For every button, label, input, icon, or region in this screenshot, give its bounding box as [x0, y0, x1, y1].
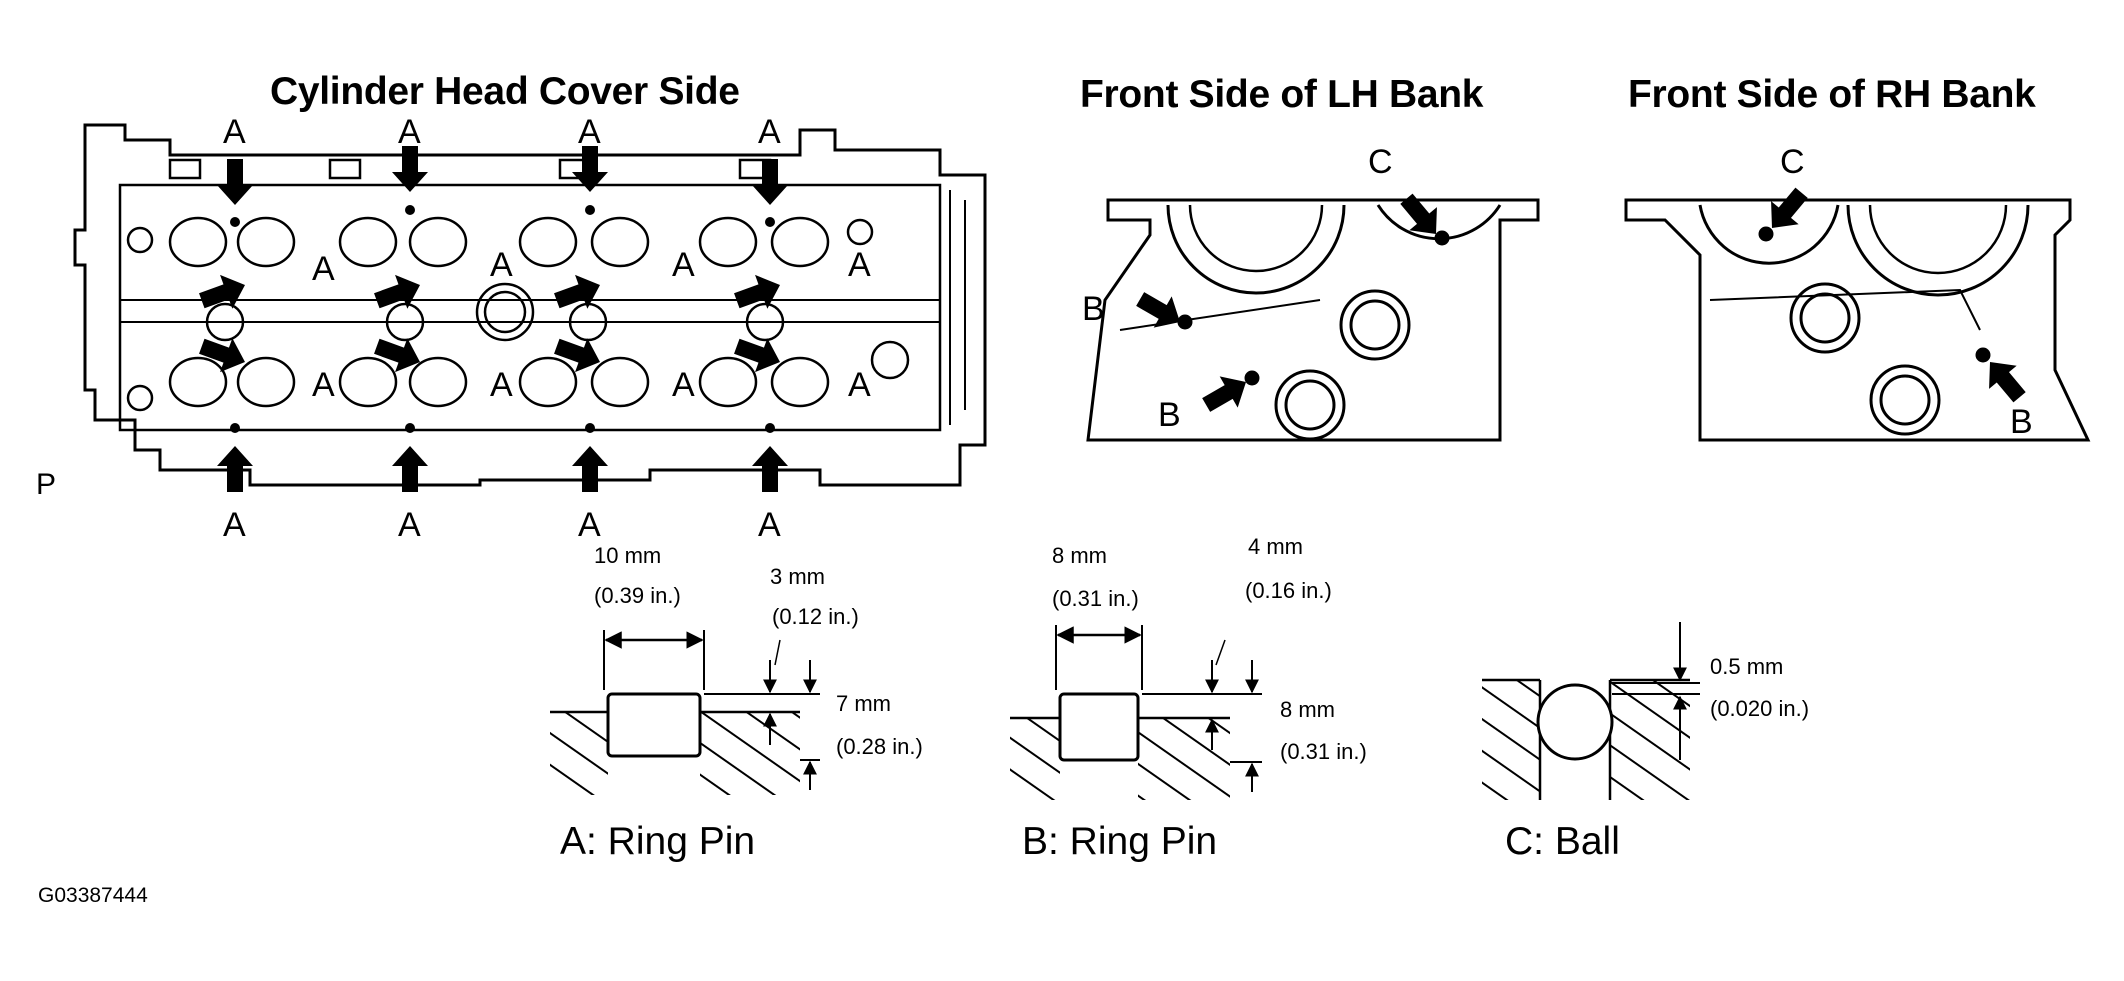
detail-c-protrusion-mm: 0.5 mm: [1710, 654, 1784, 679]
lh-bank-front-view: [1086, 198, 1540, 442]
pin-a-label: A: [223, 506, 246, 544]
detail-c-drawing: [1482, 622, 1700, 800]
detail-b-width-in: (0.31 in.): [1052, 586, 1139, 611]
pin-b-label: B: [1158, 396, 1181, 434]
ball-c-label: C: [1368, 143, 1393, 181]
side-marker-p: P: [36, 468, 57, 501]
detail-a-drawing: [550, 630, 820, 795]
cylinder-head-top-view: [73, 123, 987, 487]
pin-a-label: A: [398, 506, 421, 544]
detail-c-caption: C: Ball: [1505, 820, 1620, 863]
pin-a-label: A: [672, 366, 695, 404]
detail-b-width-mm: 8 mm: [1052, 543, 1107, 568]
detail-a-width-mm: 10 mm: [594, 543, 662, 568]
detail-b-protrusion-in: (0.16 in.): [1245, 578, 1332, 603]
pin-a-label: A: [312, 366, 335, 404]
detail-a-depth-mm: 7 mm: [836, 691, 891, 716]
detail-b-protrusion-mm: 4 mm: [1248, 534, 1303, 559]
detail-b-depth-in: (0.31 in.): [1280, 739, 1367, 764]
rh-bank-front-view: [1624, 198, 2091, 442]
pin-a-label: A: [312, 250, 335, 288]
pin-a-label: A: [672, 246, 695, 284]
pin-a-label: A: [848, 366, 871, 404]
ball-c-label: C: [1780, 143, 1805, 181]
detail-a-caption: A: Ring Pin: [560, 820, 756, 863]
detail-a-protrusion-in: (0.12 in.): [772, 604, 859, 629]
detail-c-protrusion-in: (0.020 in.): [1710, 696, 1810, 721]
pin-a-label: A: [490, 366, 513, 404]
detail-a-depth-in: (0.28 in.): [836, 734, 923, 759]
figure-code: G03387444: [38, 884, 148, 907]
pin-a-label: A: [848, 246, 871, 284]
detail-a-width-in: (0.39 in.): [594, 583, 681, 608]
cylinder-head-cover-side-title: Cylinder Head Cover Side: [270, 70, 740, 113]
pin-a-label: A: [398, 113, 421, 151]
rh-bank-title: Front Side of RH Bank: [1628, 73, 2036, 116]
lh-bank-title: Front Side of LH Bank: [1080, 73, 1484, 116]
detail-b-depth-mm: 8 mm: [1280, 697, 1335, 722]
pin-a-label: A: [223, 113, 246, 151]
detail-a-protrusion-mm: 3 mm: [770, 564, 825, 589]
pin-a-label: A: [758, 113, 781, 151]
pin-a-label: A: [578, 113, 601, 151]
detail-b-caption: B: Ring Pin: [1022, 820, 1218, 863]
pin-a-label: A: [490, 246, 513, 284]
detail-b-drawing: [1010, 625, 1262, 800]
pin-a-label: A: [758, 506, 781, 544]
pin-b-label: B: [1082, 290, 1105, 328]
pin-b-label: B: [2010, 403, 2033, 441]
pin-a-label: A: [578, 506, 601, 544]
